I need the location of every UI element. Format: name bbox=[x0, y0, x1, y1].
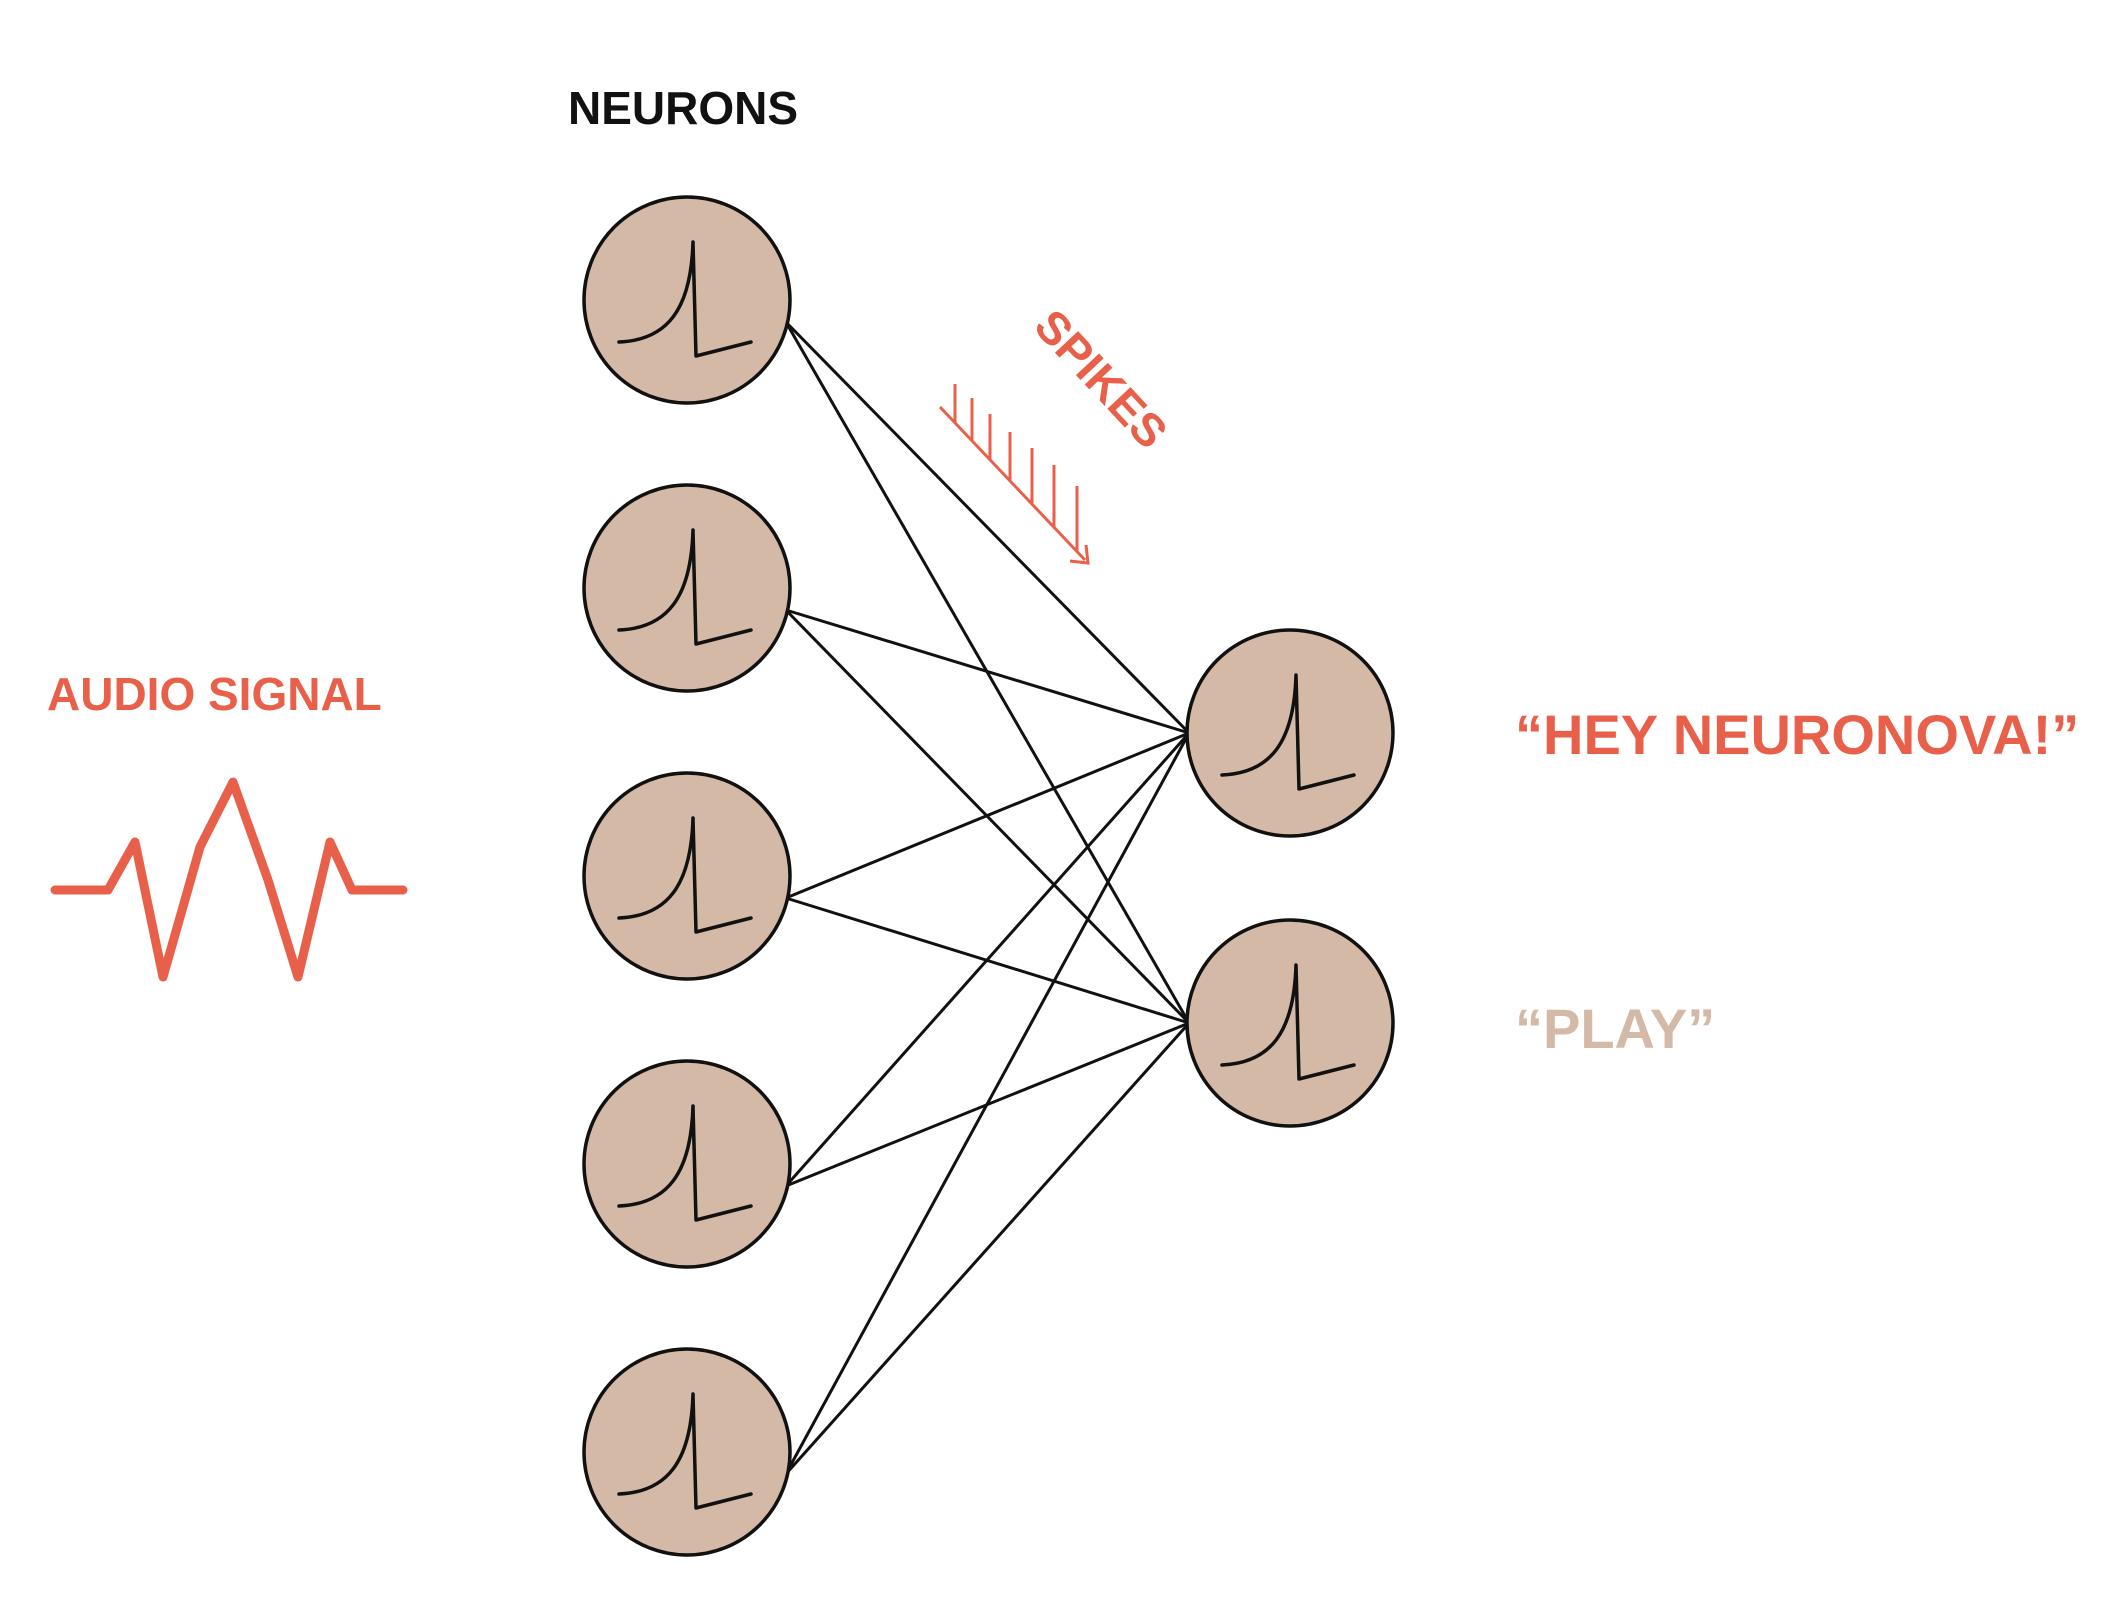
neuron-body bbox=[582, 1347, 792, 1557]
input-neuron bbox=[582, 483, 792, 693]
input-neuron bbox=[582, 1347, 792, 1557]
neuron-body bbox=[582, 1059, 792, 1269]
neuron-body bbox=[582, 195, 792, 405]
input-neuron bbox=[582, 771, 792, 981]
action-potential-icon bbox=[617, 1104, 753, 1222]
connection-line bbox=[785, 608, 1190, 735]
connection-line bbox=[785, 731, 1190, 900]
action-potential-icon bbox=[617, 816, 753, 934]
output-neuron bbox=[1185, 628, 1395, 838]
neuron-body bbox=[1185, 918, 1395, 1128]
neurons-title: NEURONS bbox=[568, 82, 798, 134]
connections bbox=[784, 320, 1191, 1475]
spikes-label: SPIKES bbox=[1025, 299, 1178, 458]
action-potential-icon bbox=[617, 1392, 753, 1510]
neuron-body bbox=[582, 771, 792, 981]
action-potential-icon bbox=[617, 240, 753, 358]
neuron-body bbox=[582, 483, 792, 693]
output-label-inactive: “PLAY” bbox=[1515, 997, 1715, 1060]
audio-waveform-icon bbox=[50, 777, 408, 982]
neurons bbox=[582, 195, 1395, 1557]
action-potential-icon bbox=[1220, 963, 1356, 1081]
input-neuron bbox=[582, 195, 792, 405]
connection-line bbox=[784, 732, 1191, 1187]
connection-line bbox=[784, 320, 1191, 735]
neuron-body bbox=[1185, 628, 1395, 838]
connection-line bbox=[784, 1022, 1191, 1475]
connection-line bbox=[784, 732, 1191, 1475]
output-neuron bbox=[1185, 918, 1395, 1128]
action-potential-icon bbox=[1220, 673, 1356, 791]
audio-signal-label: AUDIO SIGNAL bbox=[47, 668, 382, 720]
input-neuron bbox=[582, 1059, 792, 1269]
output-label-active: “HEY NEURONOVA!” bbox=[1515, 703, 2079, 766]
spike-train-icon bbox=[938, 384, 1090, 565]
action-potential-icon bbox=[617, 528, 753, 646]
